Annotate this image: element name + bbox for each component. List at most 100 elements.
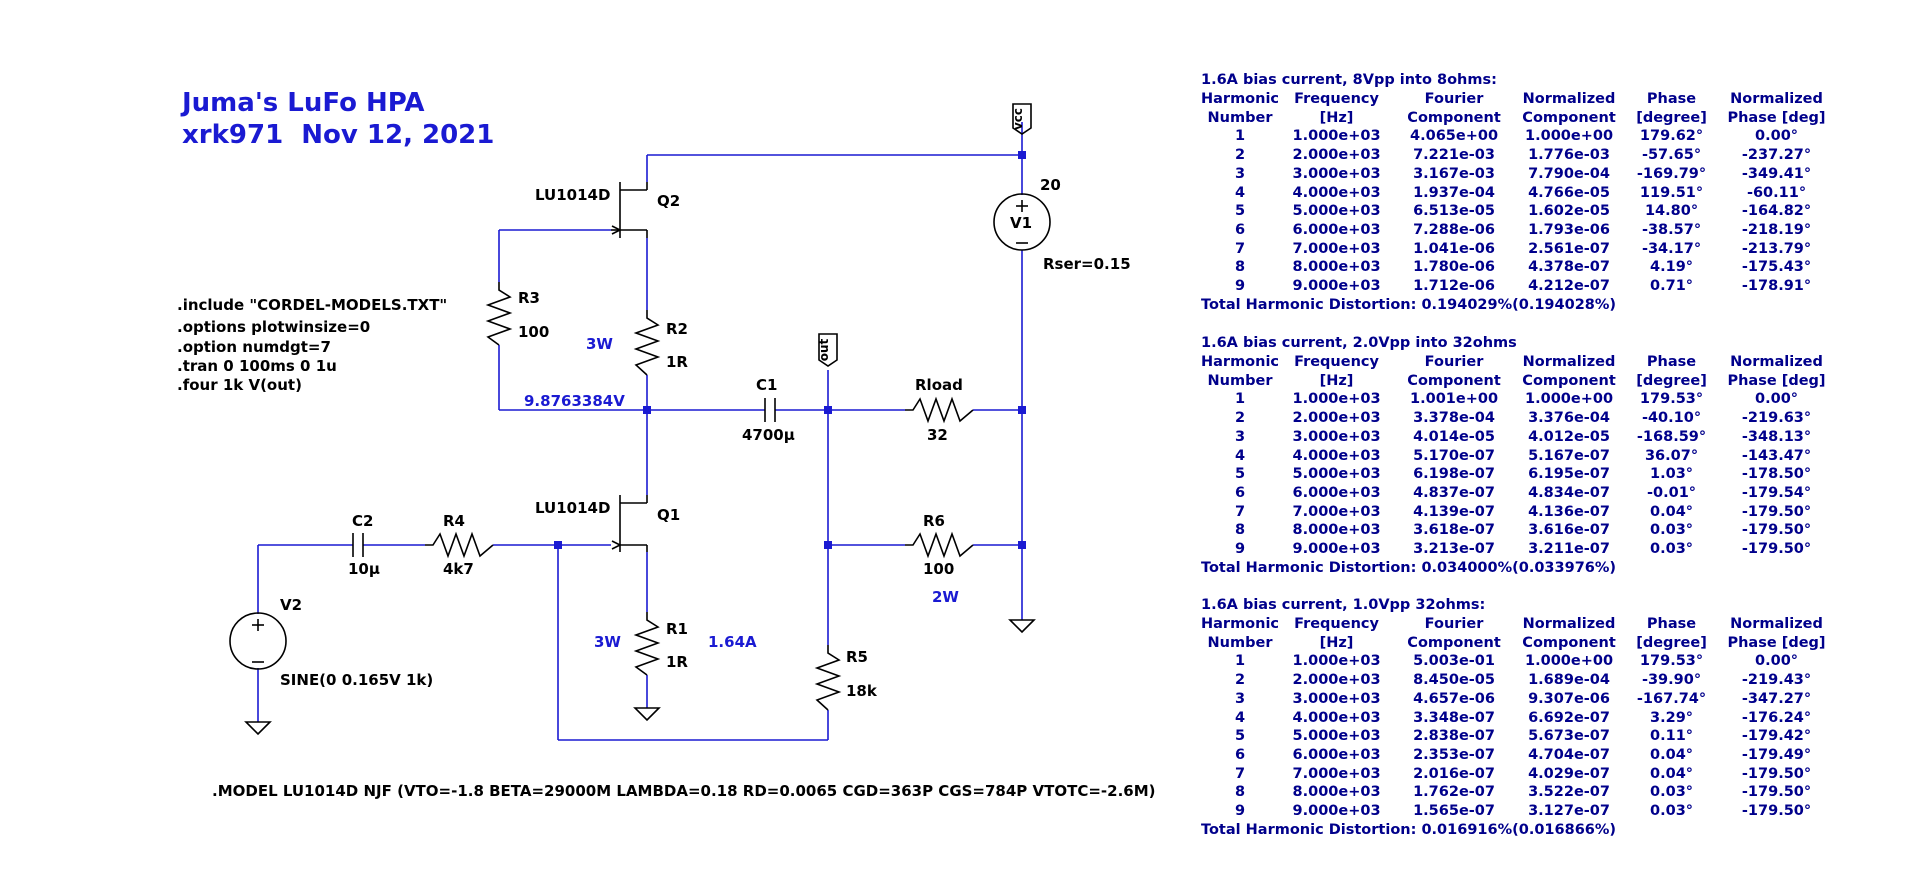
node-voltage-label: 9.8763384V [524,392,625,410]
schematic-title-line1: Juma's LuFo HPA [182,88,425,118]
table-cell: 4 [1234,447,1246,464]
v2-value-label: SINE(0 0.165V 1k) [280,671,433,689]
table-cell: -179.50° [1741,541,1812,558]
directive-tran[interactable]: .tran 0 100ms 0 1u [177,357,337,375]
header-row: Harmonic Frequency Fourier Normalized Ph… [1201,90,1834,109]
c1-value-label: 4700µ [742,426,795,444]
header-cell: Component [1407,634,1501,651]
table-cell: 1.689e-04 [1528,672,1610,689]
table-cell: 5.170e-07 [1413,447,1495,464]
header-cell: Phase [1646,354,1697,370]
table-cell: -348.13° [1741,428,1812,445]
header-cell: Normalized [1522,354,1616,370]
ground-right-symbol [1008,619,1036,634]
table-cell: -179.50° [1741,784,1812,801]
fourier-title: 1.6A bias current, 2.0Vpp into 32ohms [1201,335,1517,351]
table-cell: 4.139e-07 [1413,503,1495,520]
table-cell: 5.000e+03 [1292,203,1381,220]
bias-current-label: 1.64A [708,633,757,651]
jfet-q2-symbol [611,182,648,238]
rload-name-label: Rload [915,376,963,394]
header-cell: Normalized [1730,91,1823,107]
table-cell: -179.50° [1741,803,1812,820]
schematic-canvas[interactable]: LU1014D Q2 LU1014D Q1 R3 100 R2 1R 3W R1… [0,0,1180,884]
table-cell: 1.793e-06 [1528,221,1610,238]
out-flag-label: out [817,338,831,361]
directive-options[interactable]: .options plotwinsize=0 [177,318,371,336]
table-cell: 4 [1234,184,1246,201]
v1-rser-label: Rser=0.15 [1043,255,1131,273]
directive-include[interactable]: .include "CORDEL-MODELS.TXT" [177,296,448,314]
table-cell: 9 [1234,278,1246,295]
wires [257,122,1023,741]
voltage-source-v2-symbol [229,612,287,670]
ground-r1-symbol [633,707,661,722]
table-cell: 6 [1234,221,1246,238]
junction-rload [1018,406,1026,414]
table-cell: 2.000e+03 [1292,410,1381,427]
table-cell: 3.522e-07 [1528,784,1610,801]
c2-value-label: 10µ [348,560,380,578]
table-cell: 119.51° [1639,184,1704,201]
table-cell: 2 [1234,147,1246,164]
table-cell: 7.288e-06 [1413,221,1495,238]
table-cell: 5 [1234,466,1246,483]
table-cell: -219.43° [1741,672,1812,689]
table-cell: 3 [1234,428,1246,445]
table-cell: 1.041e-06 [1413,240,1495,257]
table-cell: 7.000e+03 [1292,765,1381,782]
junction-mid [643,406,651,414]
directive-four[interactable]: .four 1k V(out) [177,376,302,394]
table-cell: -179.54° [1741,484,1812,501]
table-cell: 0.03° [1650,522,1694,539]
table-cell: 6.000e+03 [1292,746,1381,763]
net-flag-vcc-symbol [1012,103,1032,135]
table-cell: 3.376e-04 [1528,410,1610,427]
r1-name-label: R1 [666,620,688,638]
table-cell: 36.07° [1644,447,1699,464]
table-cell: 0.04° [1650,746,1694,763]
table-cell: 9.000e+03 [1292,541,1381,558]
directive-numdgt[interactable]: .option numdgt=7 [177,338,331,356]
table-cell: 5.000e+03 [1292,466,1381,483]
fourier-block-2[interactable]: 1.6A bias current, 2.0Vpp into 32ohms Ha… [1201,334,1841,578]
fourier-table: Harmonic Frequency Fourier Normalized Ph… [1201,90,1834,296]
directive-model[interactable]: .MODEL LU1014D NJF (VTO=-1.8 BETA=29000M… [212,782,1156,800]
component-labels: LU1014D Q2 LU1014D Q1 R3 100 R2 1R 3W R1… [280,108,1131,700]
table-cell: 4.136e-07 [1528,503,1610,520]
table-cell: 1.937e-04 [1413,184,1495,201]
v2-name-label: V2 [280,596,302,614]
table-cell: 3.29° [1650,709,1694,726]
header-cell: Number [1207,634,1273,651]
table-cell: 179.53° [1639,391,1704,408]
table-cell: 3.378e-04 [1413,410,1495,427]
table-cell: 6.513e-05 [1413,203,1495,220]
q2-model-label: LU1014D [535,186,610,204]
table-cell: 1.000e+03 [1292,391,1381,408]
table-cell: 179.53° [1639,653,1704,670]
resistor-r6-symbol [905,531,974,559]
table-cell: -213.79° [1741,240,1812,257]
table-cell: 9.000e+03 [1292,803,1381,820]
table-cell: -39.90° [1641,672,1702,689]
r2-name-label: R2 [666,320,688,338]
r4-value-label: 4k7 [443,560,474,578]
fourier-block-3[interactable]: 1.6A bias current, 1.0Vpp 32ohms: Harmon… [1201,596,1841,840]
table-cell: 4.837e-07 [1413,484,1495,501]
table-cell: 2 [1234,672,1246,689]
table-cell: 4.065e+00 [1410,128,1499,145]
table-cell: 4 [1234,709,1246,726]
fourier-table: Harmonic Frequency Fourier Normalized Ph… [1201,615,1834,821]
thd-line: Total Harmonic Distortion: 0.194029%(0.1… [1201,296,1617,313]
r5-value-label: 18k [846,682,878,700]
fourier-block-1[interactable]: 1.6A bias current, 8Vpp into 8ohms: Harm… [1201,71,1841,315]
